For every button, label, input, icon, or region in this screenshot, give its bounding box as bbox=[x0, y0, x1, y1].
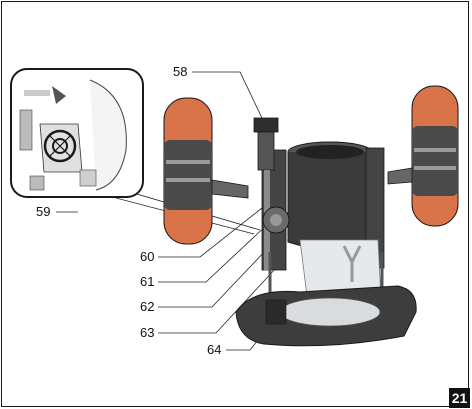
adjustment-knob bbox=[262, 206, 290, 234]
callout-64: 64 bbox=[207, 342, 222, 357]
right-handle bbox=[387, 85, 459, 227]
left-handle bbox=[163, 97, 249, 245]
callout-63: 63 bbox=[140, 325, 155, 340]
base-plate bbox=[235, 285, 417, 347]
callout-59: 59 bbox=[36, 204, 51, 219]
magnifier-icon bbox=[43, 129, 77, 163]
leader-61 bbox=[158, 221, 271, 283]
callout-62: 62 bbox=[140, 299, 155, 314]
callout-58: 58 bbox=[173, 64, 188, 79]
leader-62 bbox=[158, 247, 269, 308]
callout-60: 60 bbox=[140, 249, 155, 264]
chip-guard-marking bbox=[342, 245, 362, 282]
leader-63 bbox=[158, 267, 277, 334]
page-number-badge: 21 bbox=[449, 388, 470, 408]
callout-61: 61 bbox=[140, 274, 155, 289]
detail-inset bbox=[10, 68, 144, 198]
leader-58 bbox=[192, 71, 263, 119]
